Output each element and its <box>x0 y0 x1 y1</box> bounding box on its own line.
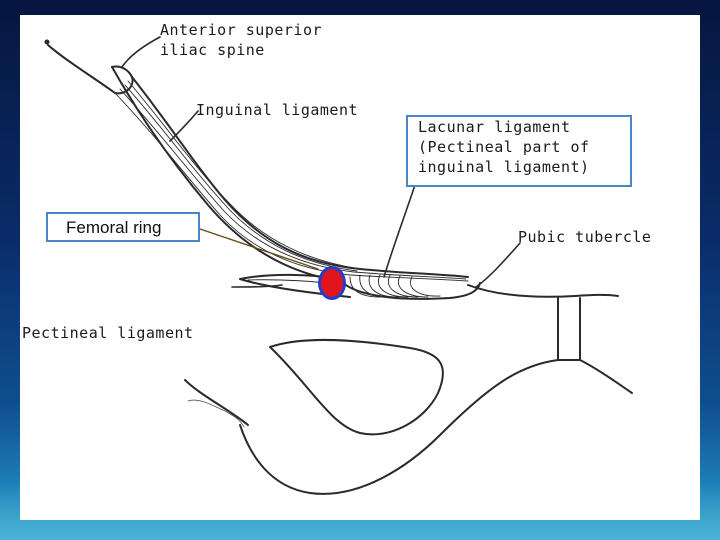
pubic-symphysis-edge <box>579 359 633 394</box>
leader-pectineal <box>231 284 283 288</box>
femoral-ring-marker <box>318 266 346 300</box>
leader-pubic-tubercle <box>475 242 521 288</box>
inguinal-ligament-lower-edge <box>111 66 321 278</box>
diagram-canvas: Anterior superior iliac spine Inguinal l… <box>20 15 700 520</box>
lacunar-ligament-callout: Lacunar ligament (Pectineal part of ingu… <box>406 115 632 187</box>
artist-signature <box>187 399 245 428</box>
leader-lacunar <box>383 184 416 278</box>
label-inguinal-ligament: Inguinal ligament <box>196 101 359 119</box>
inguinal-region-drawing <box>44 36 633 495</box>
label-lacunar-line2: (Pectineal part of <box>418 138 590 156</box>
label-femoral-ring: Femoral ring <box>66 218 162 237</box>
obturator-foramen <box>269 338 444 436</box>
leader-inguinal <box>169 110 199 142</box>
pointer-dot <box>44 39 50 45</box>
leader-asis <box>121 36 161 68</box>
lacunar-ligament-outline <box>337 276 481 300</box>
inguinal-ligament-upper-edge <box>131 76 469 278</box>
asis-outline <box>47 44 134 95</box>
label-pubic-tubercle: Pubic tubercle <box>518 228 652 246</box>
label-asis-line2: iliac spine <box>160 41 265 59</box>
label-pectineal-ligament: Pectineal ligament <box>22 324 194 342</box>
pubic-symphysis <box>239 297 581 495</box>
pubic-bone-outline <box>467 284 619 298</box>
inferior-ramus <box>184 379 249 426</box>
femoral-ring-callout: Femoral ring <box>46 212 200 242</box>
label-lacunar-line1: Lacunar ligament <box>418 118 571 136</box>
label-asis-line1: Anterior superior <box>160 21 323 39</box>
leader-femoral-ring <box>199 228 319 270</box>
label-lacunar-line3: inguinal ligament) <box>418 158 590 176</box>
